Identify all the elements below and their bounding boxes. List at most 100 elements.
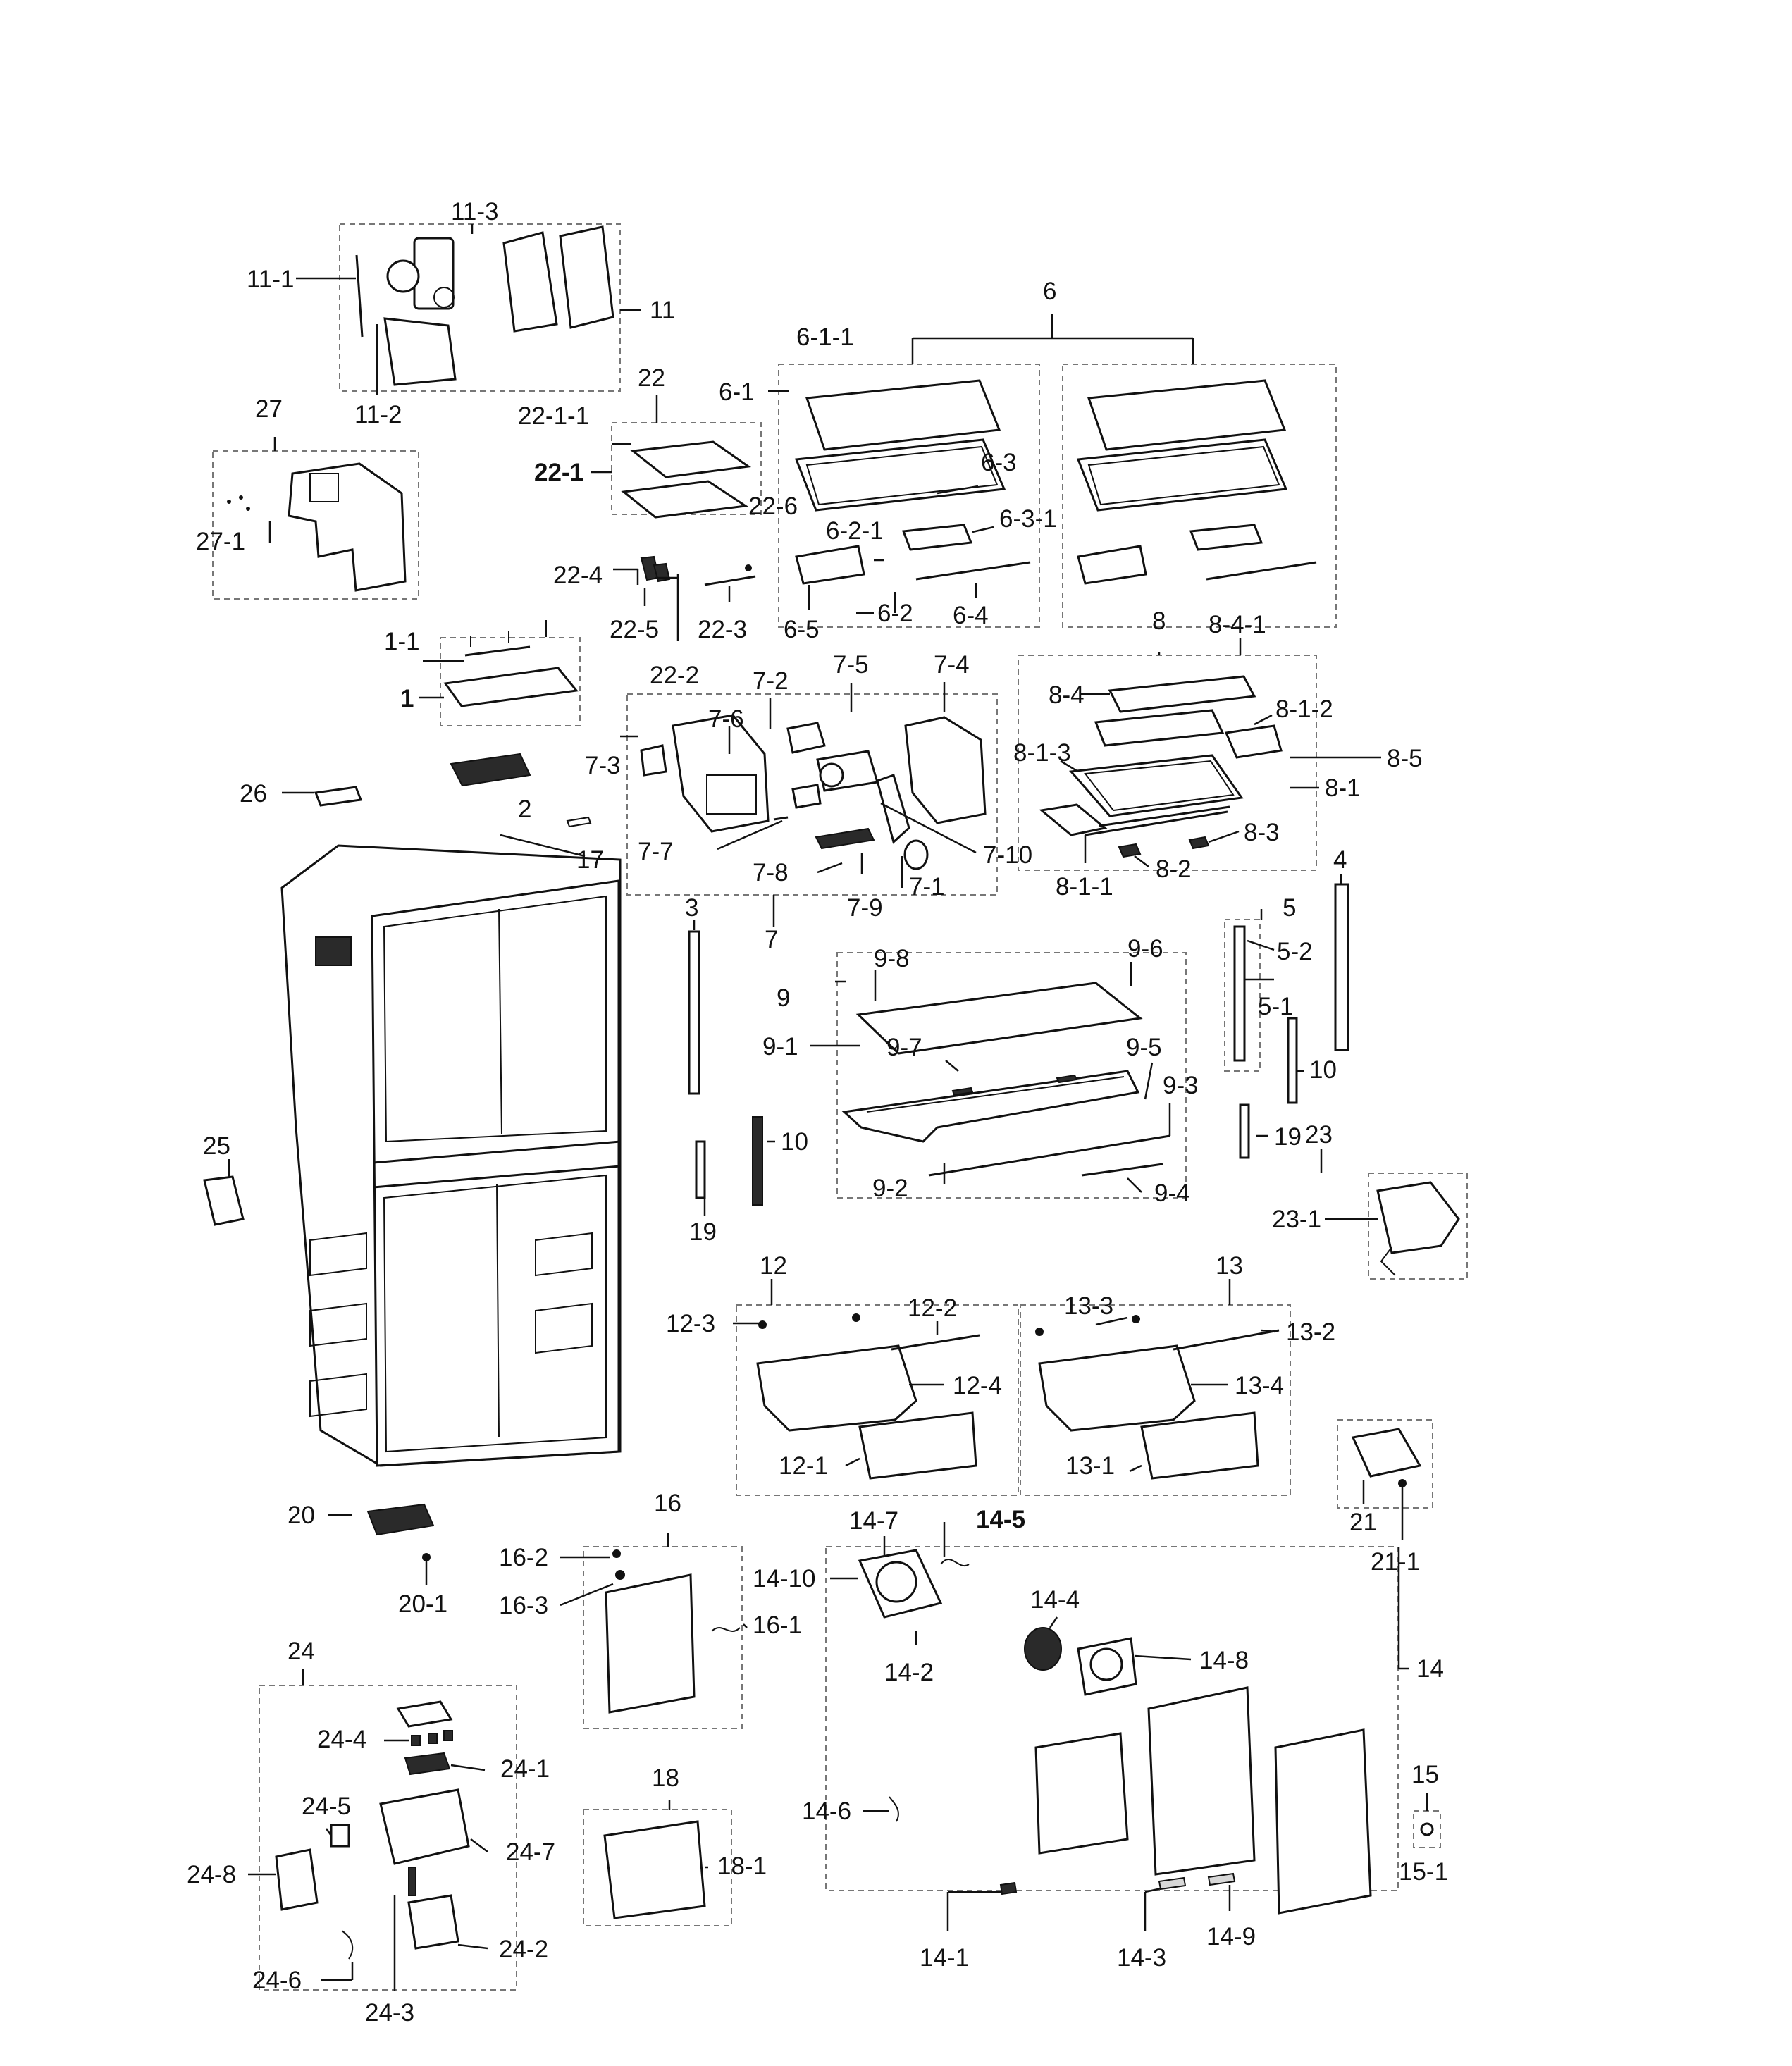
label-24-8: 24-8 [187,1861,236,1888]
label-16: 16 [654,1490,681,1517]
group-27-boundary [212,450,419,600]
label-20-1: 20-1 [398,1590,447,1618]
label-22-6: 22-6 [748,493,798,520]
label-6-1: 6-1 [719,378,755,406]
part-8-shelf [1039,675,1283,858]
part-12-13-drawers [756,1313,1280,1480]
label-6: 6 [1043,278,1056,305]
label-8-1-2: 8-1-2 [1275,695,1333,723]
label-7-9: 7-9 [847,894,883,922]
label-16-2: 16-2 [499,1544,548,1571]
label-6-5: 6-5 [784,616,820,643]
group-14-boundary [825,1546,1399,1891]
label-7-3: 7-3 [585,752,621,779]
label-13-1: 13-1 [1065,1452,1115,1480]
label-23: 23 [1305,1121,1333,1149]
label-11-2: 11-2 [354,401,402,428]
group-18-boundary [583,1809,732,1926]
label-7-5: 7-5 [833,651,869,679]
part-11-ice-maker [355,225,614,386]
label-8-5: 8-5 [1387,745,1423,772]
label-13: 13 [1216,1252,1243,1280]
label-6-4: 6-4 [953,602,989,629]
part-18-basket [603,1820,706,1919]
label-9-6: 9-6 [1127,935,1163,963]
label-25: 25 [203,1132,230,1160]
label-9: 9 [777,984,790,1012]
label-14: 14 [1416,1655,1444,1683]
label-8-3: 8-3 [1244,819,1280,846]
part-27-bracket [227,462,407,592]
label-15-1: 15-1 [1399,1858,1448,1886]
label-7-1: 7-1 [909,873,945,901]
leader-lines [228,224,1428,1991]
label-12: 12 [760,1252,787,1280]
label-14-10: 14-10 [753,1565,816,1592]
label-9-7: 9-7 [886,1034,922,1061]
label-14-2: 14-2 [884,1659,934,1686]
label-6-3: 6-3 [981,449,1017,476]
label-9-1: 9-1 [762,1033,798,1060]
label-24-5: 24-5 [302,1793,351,1820]
label-14-7: 14-7 [849,1507,898,1535]
label-21-1: 21-1 [1371,1548,1420,1576]
label-13-3: 13-3 [1064,1292,1113,1320]
part-20-21-brackets [366,1428,1422,1561]
label-22-1-1: 22-1-1 [518,402,589,430]
label-4: 4 [1333,846,1347,874]
part-7-assembly [640,714,987,870]
group-6-left-boundary [778,364,1040,628]
label-5-2: 5-2 [1277,938,1313,965]
label-10-left: 10 [781,1128,808,1156]
label-3: 3 [685,894,698,922]
label-23-1: 23-1 [1272,1206,1321,1233]
group-12-boundary [736,1304,1019,1496]
label-22-5: 22-5 [610,616,659,643]
group-9-boundary [836,952,1187,1199]
label-12-1: 12-1 [779,1452,828,1480]
label-9-4: 9-4 [1154,1180,1190,1207]
label-15: 15 [1411,1761,1439,1788]
label-9-8: 9-8 [874,945,910,972]
label-6-1-1: 6-1-1 [796,323,854,351]
label-5: 5 [1283,894,1296,922]
label-11: 11 [650,297,675,324]
label-19-right: 19 [1274,1123,1302,1151]
part-16-evaporator [605,1549,741,1714]
label-7-2: 7-2 [753,667,789,695]
group-5-boundary [1224,919,1261,1072]
label-24-2: 24-2 [499,1936,548,1963]
group-23-boundary [1368,1173,1468,1280]
group-11-boundary [339,223,621,392]
part-14-duct [858,1549,1372,1915]
group-13-boundary [1020,1304,1291,1496]
part-25-hinge [203,1175,245,1226]
label-24-3: 24-3 [365,1999,414,2027]
label-6-2: 6-2 [877,600,913,627]
label-12-2: 12-2 [908,1294,957,1322]
label-24-7: 24-7 [506,1838,555,1866]
label-7: 7 [765,926,778,953]
label-6-2-1: 6-2-1 [826,517,884,545]
label-8-4: 8-4 [1049,681,1085,709]
label-7-4: 7-4 [934,651,970,679]
label-22-2: 22-2 [650,662,699,689]
group-6-right-boundary [1062,364,1337,628]
label-14-4: 14-4 [1030,1586,1080,1614]
group-7-boundary [626,693,998,896]
label-7-6: 7-6 [708,705,744,733]
label-16-3: 16-3 [499,1592,548,1619]
label-7-7: 7-7 [638,838,674,865]
label-26: 26 [240,780,267,808]
part-rails [688,883,1349,1206]
label-1-1: 1-1 [384,628,420,655]
label-27-1: 27-1 [196,528,245,555]
label-14-5: 14-5 [976,1506,1025,1533]
label-11-3: 11-3 [451,198,498,225]
label-24-1: 24-1 [500,1755,550,1783]
label-8-1-1: 8-1-1 [1056,873,1113,901]
label-16-1: 16-1 [753,1612,802,1639]
label-8-2: 8-2 [1156,855,1192,883]
label-5-1: 5-1 [1258,993,1294,1020]
